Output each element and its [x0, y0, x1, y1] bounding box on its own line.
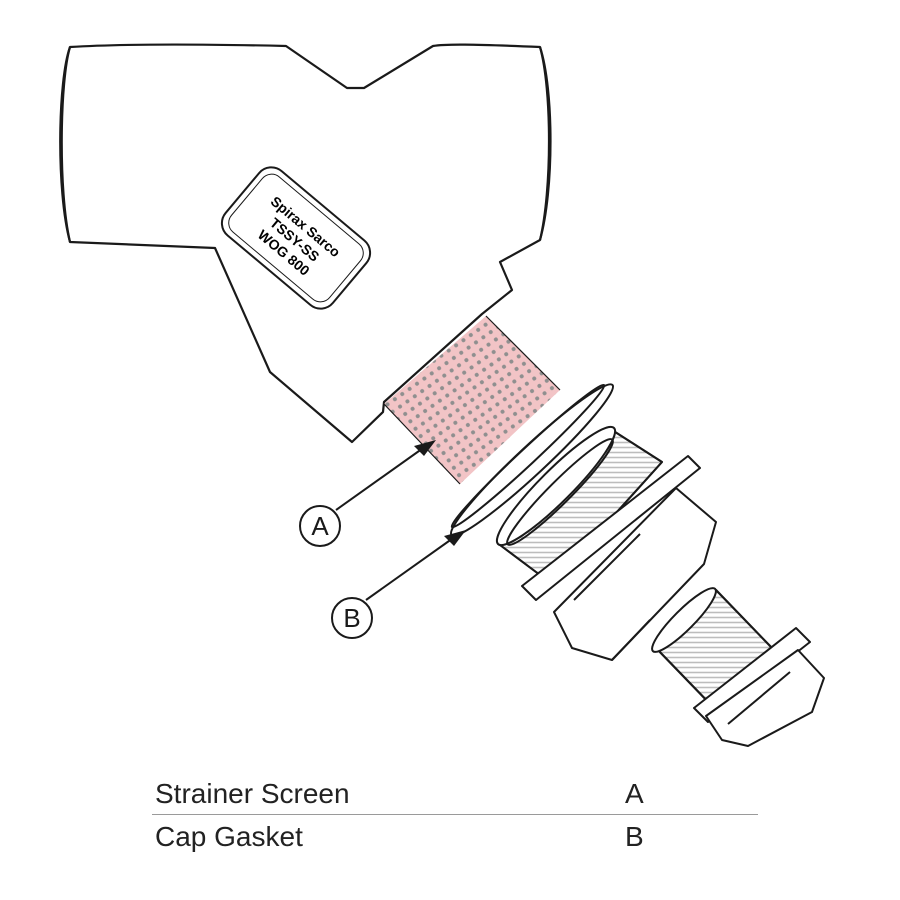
legend-part-name: Strainer Screen [155, 778, 350, 809]
legend-part-name: Cap Gasket [155, 821, 303, 852]
callout-b: B [331, 530, 466, 639]
strainer-cap [495, 425, 717, 661]
callout-b-circle [331, 597, 373, 639]
callout-b-letter: B [343, 603, 360, 633]
strainer-exploded-diagram: Spirax Sarco TSSY-SS WOG 800 [59, 43, 825, 747]
parts-legend: Strainer Screen A Cap Gasket B [152, 772, 758, 857]
callout-a: A [299, 440, 436, 547]
legend-row: Cap Gasket B [152, 814, 758, 857]
legend-part-code: A [625, 778, 644, 809]
callout-a-circle [299, 505, 341, 547]
callout-a-letter: A [311, 511, 329, 541]
legend-row: Strainer Screen A [152, 772, 758, 814]
drain-plug [651, 587, 825, 747]
legend-part-code: B [625, 821, 644, 852]
